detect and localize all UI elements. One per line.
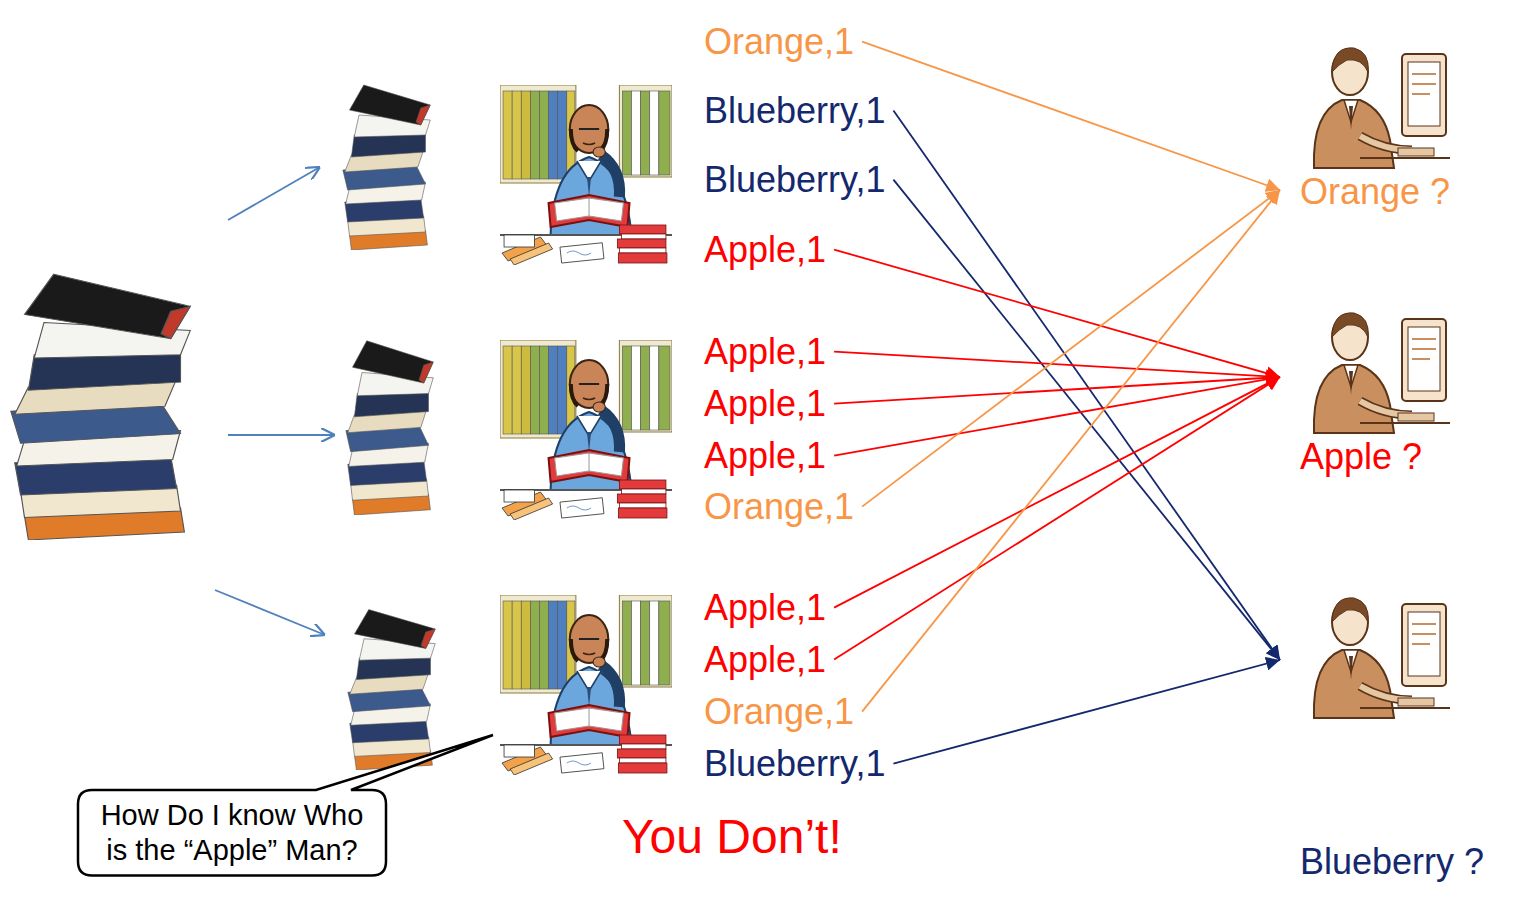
shuffle-arrow (862, 190, 1280, 507)
pair-text: Orange,1 (704, 485, 854, 528)
key-value-pair: Apple,1 (700, 586, 830, 629)
book-pile (11, 274, 190, 540)
pair-text: Apple,1 (704, 638, 826, 681)
reducer-box: Orange ? (1280, 40, 1450, 213)
book-pile (346, 341, 433, 515)
key-value-pair: Blueberry,1 (700, 89, 889, 132)
reducer-box: Apple ? (1280, 305, 1450, 478)
book-pile (343, 85, 430, 250)
key-value-pair: Apple,1 (700, 382, 830, 425)
split-arrows (215, 167, 335, 635)
shuffle-arrow (834, 352, 1280, 377)
note-text: You Don’t! (622, 808, 842, 866)
pair-text: Apple,1 (704, 228, 826, 271)
pair-text: Apple,1 (704, 382, 826, 425)
mapper-figure (500, 595, 672, 775)
key-value-pair: Orange,1 (700, 485, 858, 528)
shuffle-arrow (834, 377, 1280, 456)
speech-bubble: How Do I know Who is the “Apple” Man? (78, 790, 386, 876)
reducer-label: Orange ? (1300, 170, 1450, 213)
reducer-label: Blueberry ? (1300, 840, 1484, 883)
reducer-figure (1300, 40, 1450, 170)
pair-text: Apple,1 (704, 330, 826, 373)
pair-text: Apple,1 (704, 586, 826, 629)
pair-text: Orange,1 (704, 20, 854, 63)
reducer-figure (1300, 305, 1450, 435)
shuffle-arrow (893, 111, 1280, 660)
reducer-box: Blueberry ? (1280, 590, 1484, 883)
pair-text: Orange,1 (704, 690, 854, 733)
key-value-pair: Apple,1 (700, 330, 830, 373)
shuffle-arrow (834, 377, 1280, 404)
reducer-label: Apple ? (1300, 435, 1450, 478)
mapper-figure (500, 340, 672, 520)
key-value-pair: Apple,1 (700, 228, 830, 271)
pair-text: Blueberry,1 (704, 89, 885, 132)
key-value-pair: Blueberry,1 (700, 158, 889, 201)
key-value-pair: Blueberry,1 (700, 742, 889, 785)
reducer-figure (1300, 590, 1450, 720)
book-pile (348, 610, 435, 770)
callout-text: How Do I know Who is the “Apple” Man? (92, 798, 372, 868)
shuffle-arrow (862, 190, 1280, 712)
shuffle-arrow (862, 42, 1280, 190)
shuffle-arrow (893, 660, 1280, 764)
pair-text: Apple,1 (704, 434, 826, 477)
shuffle-arrow (834, 377, 1280, 608)
key-value-pair: Orange,1 (700, 690, 858, 733)
key-value-pair: Apple,1 (700, 638, 830, 681)
key-value-pair: Orange,1 (700, 20, 858, 63)
pair-text: Blueberry,1 (704, 158, 885, 201)
pair-text: Blueberry,1 (704, 742, 885, 785)
shuffle-arrow (834, 377, 1280, 660)
mapper-figure (500, 85, 672, 265)
key-value-pair: Apple,1 (700, 434, 830, 477)
shuffle-arrow (893, 180, 1280, 660)
